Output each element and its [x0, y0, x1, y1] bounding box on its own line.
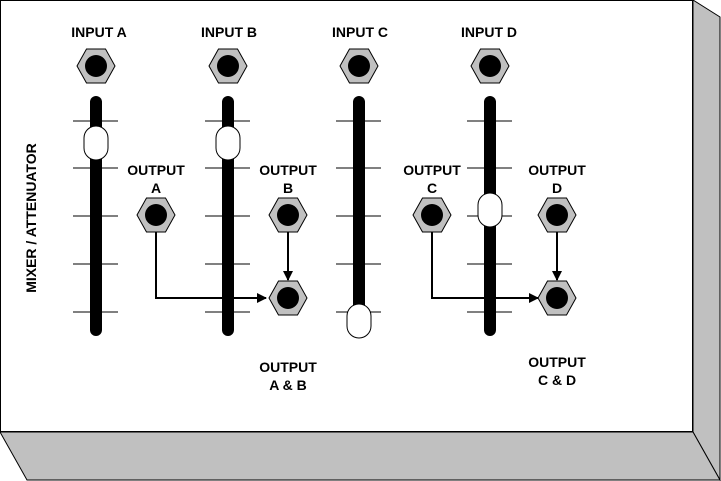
output-a-label-line1: OUTPUT	[127, 162, 185, 178]
output-ab-label-line1: OUTPUT	[259, 359, 317, 375]
fader-c-track	[353, 96, 365, 336]
output-c-jack[interactable]	[412, 197, 452, 233]
connector-c-to-cd	[431, 232, 539, 303]
input-b-jack[interactable]	[208, 48, 248, 84]
input-b-label: INPUT B	[201, 24, 257, 40]
output-c-label-line2: C	[427, 180, 437, 196]
fader-c-knob[interactable]	[346, 303, 372, 339]
input-c-label: INPUT C	[332, 24, 388, 40]
output-cd-label-line1: OUTPUT	[528, 354, 586, 370]
output-d-label-line2: D	[552, 180, 562, 196]
output-ab-jack[interactable]	[268, 280, 308, 316]
output-d-jack[interactable]	[537, 197, 577, 233]
fader-d-knob[interactable]	[477, 192, 503, 228]
output-cd-label-line2: C & D	[538, 372, 576, 388]
output-b-label-line2: B	[283, 180, 293, 196]
output-ab-label-line2: A & B	[269, 377, 307, 393]
panel-bottom-bevel	[0, 431, 721, 481]
output-b-jack[interactable]	[268, 197, 308, 233]
input-d-jack[interactable]	[470, 48, 510, 84]
fader-a-knob[interactable]	[83, 125, 109, 161]
output-d-label-line1: OUTPUT	[528, 162, 586, 178]
input-a-jack[interactable]	[76, 48, 116, 84]
output-c-label-line1: OUTPUT	[403, 162, 461, 178]
connector-a-to-ab	[155, 232, 267, 303]
input-a-label: INPUT A	[71, 24, 126, 40]
output-b-label-line1: OUTPUT	[259, 162, 317, 178]
side-label: MIXER / ATTENUATOR	[23, 143, 39, 293]
input-d-label: INPUT D	[461, 24, 517, 40]
output-a-label-line2: A	[151, 180, 161, 196]
output-a-jack[interactable]	[136, 197, 176, 233]
panel-side-bevel	[692, 0, 721, 481]
fader-b-knob[interactable]	[215, 125, 241, 161]
output-cd-jack[interactable]	[537, 280, 577, 316]
input-c-jack[interactable]	[339, 48, 379, 84]
